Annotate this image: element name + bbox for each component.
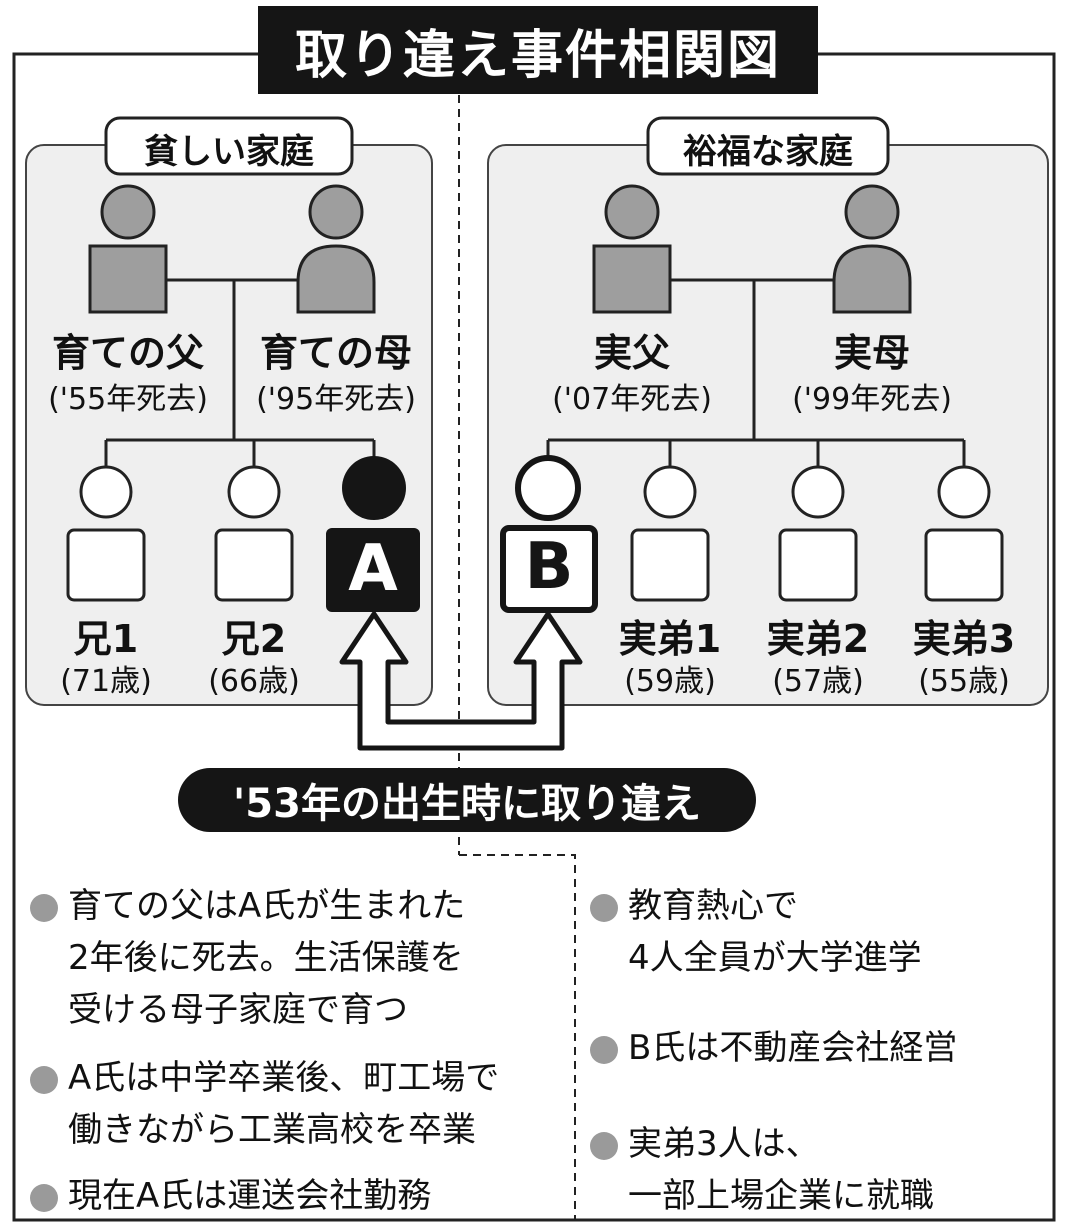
younger-brother1-age: (59歳) — [624, 664, 716, 699]
note-line: 2年後に死去。生活保護を — [68, 938, 464, 978]
bullet-icon — [30, 1184, 58, 1212]
younger-brother3-name: 実弟3 — [912, 617, 1016, 661]
poor-family-label-box — [104, 116, 354, 176]
foster-mother-figure — [296, 184, 376, 314]
biological-father-role: 実父 — [593, 331, 670, 375]
note-line: 育ての父はA氏が生まれた — [68, 886, 466, 926]
note-line: 実弟3人は、 — [628, 1124, 820, 1164]
swap-banner: '53年の出生時に取り違え — [233, 781, 701, 827]
note-line: 一部上場企業に就職 — [628, 1176, 934, 1216]
brother1-name: 兄1 — [73, 617, 139, 661]
bullet-icon — [590, 894, 618, 922]
biological-father-note: ('07年死去) — [552, 382, 712, 417]
biological-mother-figure — [832, 184, 912, 314]
person-b-figure — [500, 455, 598, 613]
biological-mother-note: ('99年死去) — [792, 382, 952, 417]
note-line: 4人全員が大学進学 — [628, 938, 922, 978]
bullet-icon — [590, 1036, 618, 1064]
foster-father-role: 育ての父 — [51, 331, 204, 375]
younger-brother3-figure — [924, 465, 1004, 602]
poor-family-label: 貧しい家庭 — [144, 132, 314, 172]
younger-brother1-name: 実弟1 — [618, 617, 722, 661]
brother2-figure — [214, 465, 294, 602]
page-title: 取り違え事件相関図 — [258, 6, 818, 94]
rich-family-label-box — [646, 116, 890, 176]
note-line: 現在A氏は運送会社勤務 — [68, 1176, 432, 1216]
brother1-age: (71歳) — [60, 664, 152, 699]
brother2-age: (66歳) — [208, 664, 300, 699]
note-line: 働きながら工業高校を卒業 — [68, 1110, 476, 1150]
person-a-figure — [326, 456, 420, 612]
brother1-figure — [66, 465, 146, 602]
rich-family-label: 裕福な家庭 — [683, 132, 853, 172]
note-line: 教育熱心で — [628, 886, 798, 926]
swap-banner-bg — [178, 768, 756, 832]
note-line: B氏は不動産会社経営 — [628, 1028, 958, 1068]
swap-arrow-icon — [339, 611, 583, 751]
foster-father-figure — [88, 184, 168, 314]
person-b-label: B — [524, 530, 574, 604]
younger-brother2-figure — [778, 465, 858, 602]
younger-brother1-figure — [630, 465, 710, 602]
bullet-icon — [590, 1132, 618, 1160]
bullet-icon — [30, 1066, 58, 1094]
note-line: A氏は中学卒業後、町工場で — [68, 1058, 500, 1098]
biological-mother-role: 実母 — [833, 331, 910, 375]
younger-brother2-name: 実弟2 — [766, 617, 870, 661]
bottom-divider — [459, 854, 576, 1220]
biological-father-figure — [592, 184, 672, 314]
brother2-name: 兄2 — [221, 617, 287, 661]
foster-father-note: ('55年死去) — [48, 382, 208, 417]
younger-brother3-age: (55歳) — [918, 664, 1010, 699]
person-a-label: A — [348, 532, 398, 606]
younger-brother2-age: (57歳) — [772, 664, 864, 699]
foster-mother-note: ('95年死去) — [256, 382, 416, 417]
foster-mother-role: 育ての母 — [259, 331, 412, 375]
note-line: 受ける母子家庭で育つ — [68, 990, 408, 1030]
bullet-icon — [30, 894, 58, 922]
